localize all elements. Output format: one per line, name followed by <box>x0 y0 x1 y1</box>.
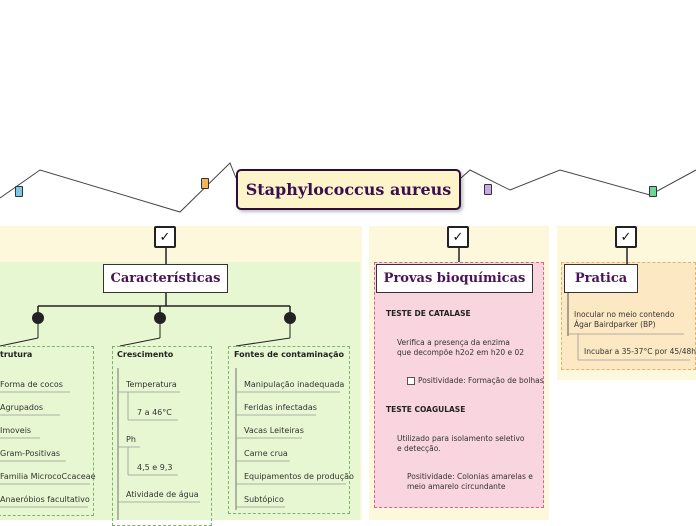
list-item[interactable]: Vacas Leiteiras <box>244 426 304 435</box>
list-item[interactable]: Imoveis <box>0 426 32 435</box>
caracteristicas-inner-panel <box>0 262 360 520</box>
catalase-title[interactable]: TESTE DE CATALASE <box>386 309 471 318</box>
coagulase-desc[interactable]: Utilizado para isolamento seletivo e det… <box>397 434 525 453</box>
bullet-icon <box>284 312 296 324</box>
subtopic-estrutura-title[interactable]: trutura <box>0 350 33 359</box>
provas-box <box>374 262 544 508</box>
subtopic-estrutura-box <box>0 346 94 516</box>
bullet-icon <box>154 312 166 324</box>
list-item[interactable]: Feridas infectadas <box>244 403 317 412</box>
subtopic-fontes-title[interactable]: Fontes de contaminação <box>234 350 345 359</box>
central-topic-title: Staphylococcus aureus <box>245 180 452 199</box>
list-item[interactable]: Atividade de água <box>126 490 199 499</box>
coagulase-result[interactable]: Positividade: Colonias amarelas e meio a… <box>407 472 533 491</box>
list-item[interactable]: Familia MicrocoCcaceae <box>0 472 96 481</box>
list-item[interactable]: Subtópico <box>244 495 284 504</box>
list-item[interactable]: 4,5 e 9,3 <box>137 463 173 472</box>
coagulase-title[interactable]: TESTE COAGULASE <box>386 405 466 414</box>
checkbox-icon[interactable]: ✓ <box>615 226 637 248</box>
list-item[interactable]: Ph <box>126 435 136 444</box>
bullet-icon <box>32 312 44 324</box>
list-item[interactable]: Gram-Positivas <box>0 449 61 458</box>
subtopic-fontes-box <box>228 346 350 514</box>
list-item[interactable]: Equipamentos de produção <box>244 472 354 481</box>
pratica-step-1[interactable]: Inocular no meio contendo Ágar Bairdpark… <box>574 310 675 329</box>
list-item[interactable]: Anaeróbios facultativo <box>0 495 90 504</box>
list-item[interactable]: Temperatura <box>126 380 177 389</box>
pratica-step-2[interactable]: Incubar a 35-37°C por 45/48h <box>584 347 696 356</box>
subtopic-crescimento-title[interactable]: Crescimento <box>117 350 174 359</box>
checkbox-icon[interactable]: ✓ <box>447 226 469 248</box>
list-item[interactable]: Manipulação inadequada <box>244 380 345 389</box>
list-item[interactable]: 7 a 46°C <box>137 408 172 417</box>
topic-pratica[interactable]: Pratica <box>564 264 638 293</box>
topic-provas-label: Provas bioquímicas <box>383 271 526 286</box>
list-item[interactable]: Forma de cocos <box>0 380 63 389</box>
topic-caracteristicas[interactable]: Características <box>103 264 228 293</box>
note-icon[interactable] <box>15 186 23 197</box>
catalase-result[interactable]: Positividade: Formação de bolhas <box>407 376 544 386</box>
catalase-desc[interactable]: Verifica a presença da enzima que decomp… <box>397 338 525 357</box>
list-item[interactable]: Carne crua <box>244 449 288 458</box>
topic-provas[interactable]: Provas bioquímicas <box>376 264 533 293</box>
note-icon[interactable] <box>484 184 492 195</box>
topic-pratica-label: Pratica <box>574 271 628 286</box>
central-topic[interactable]: Staphylococcus aureus <box>236 169 461 210</box>
note-icon[interactable] <box>649 186 657 197</box>
topic-caracteristicas-label: Características <box>110 271 221 286</box>
checkbox-icon[interactable] <box>407 377 415 385</box>
checkbox-icon[interactable]: ✓ <box>154 226 176 248</box>
list-item[interactable]: Agrupados <box>0 403 44 412</box>
note-icon[interactable] <box>201 178 209 189</box>
